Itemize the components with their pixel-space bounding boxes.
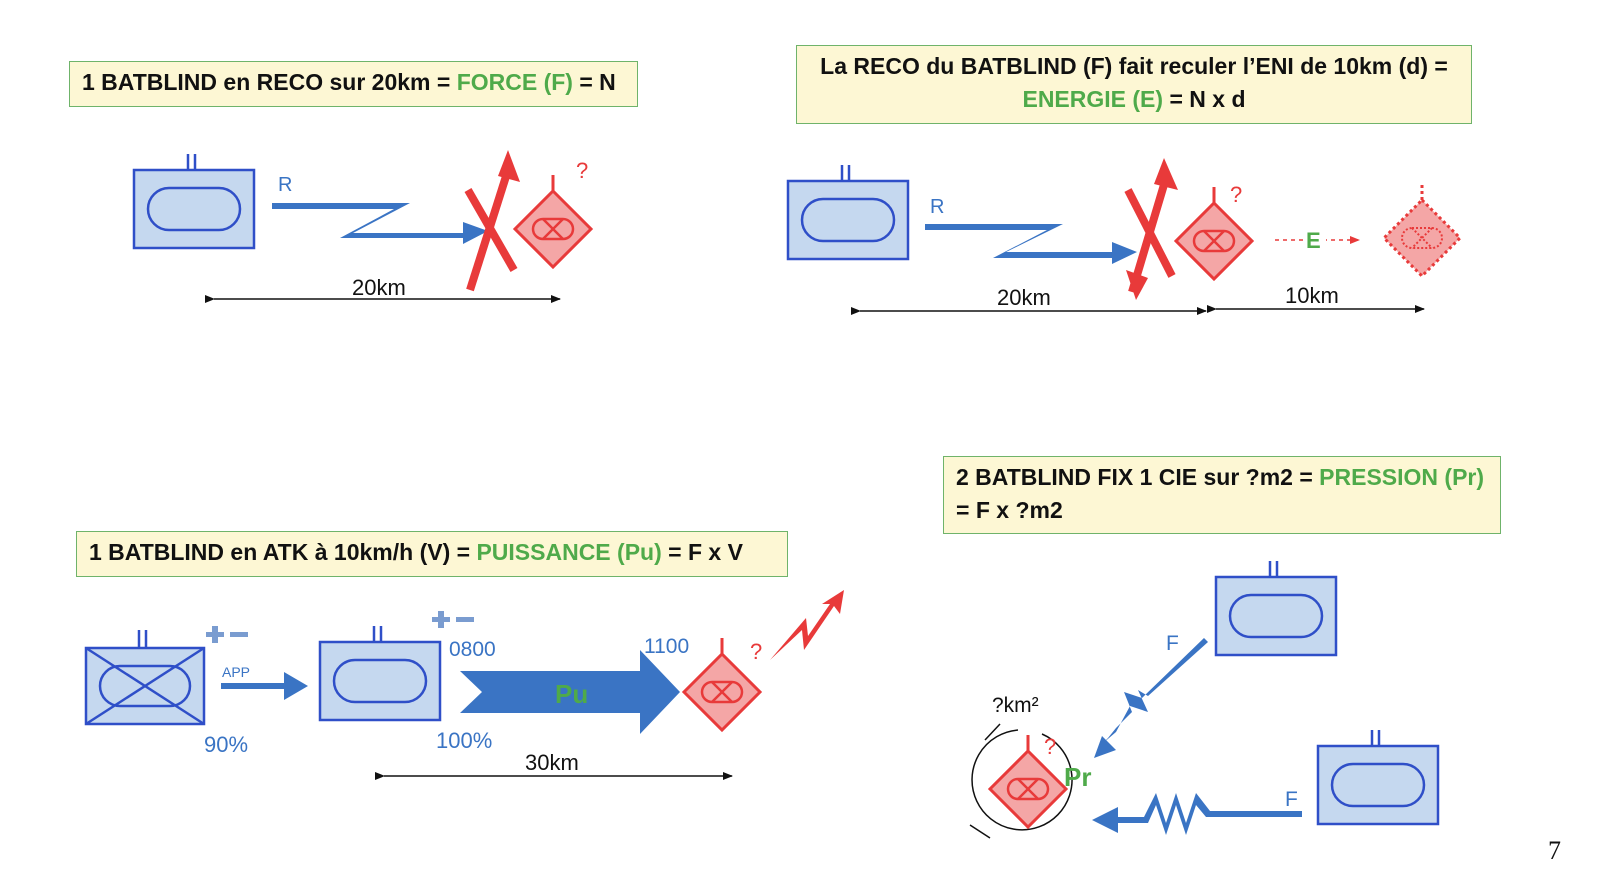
energy-enemy-pushed (1382, 182, 1462, 278)
energy-title-box: La RECO du BATBLIND (F) fait reculer l’E… (796, 45, 1472, 124)
power-panel: APP 90% 0800 100% Pu 1100 ? 30km (84, 590, 844, 780)
energy-distance1-label: 20km (997, 285, 1051, 310)
energy-title-line2: ENERGIE (E) = N x d (809, 83, 1459, 116)
energy-effect-label-bg (1304, 226, 1326, 252)
pressure-area-label: ?km² (992, 694, 1039, 717)
power-distance-label: 30km (525, 750, 579, 775)
pressure-area-arc (971, 729, 1073, 831)
energy-enemy-label: ? (1230, 182, 1242, 207)
energy-effect-label: E (1306, 228, 1321, 253)
pressure-title-highlight: PRESSION (Pr) (1319, 464, 1485, 490)
energy-distance2-label: 10km (1285, 283, 1339, 308)
pressure-force-arrow-2 (1092, 793, 1302, 835)
pressure-pr-label: Pr (1064, 762, 1091, 792)
pressure-enemy-label: ? (1044, 734, 1056, 759)
pressure-panel: F F ?km² ? Pr (969, 559, 1440, 839)
power-enemy-unit (682, 636, 762, 732)
power-pct2-label: 100% (436, 728, 492, 753)
force-panel: R ? 20km (132, 150, 593, 303)
pressure-title-line2: = F x ?m2 (956, 497, 1063, 523)
power-title-suffix: = F x V (661, 539, 743, 565)
power-time1-label: 0800 (449, 638, 496, 661)
energy-block-x (1124, 158, 1178, 300)
energy-title-highlight: ENERGIE (E) (1022, 86, 1164, 112)
energy-panel: R ? E 20km 10km (786, 158, 1462, 315)
power-breakthrough-icon (770, 590, 844, 660)
power-title-box: 1 BATBLIND en ATK à 10km/h (V) = PUISSAN… (76, 531, 788, 577)
pressure-force-label-2: F (1285, 788, 1298, 811)
pressure-title-box: 2 BATBLIND FIX 1 CIE sur ?m2 = PRESSION … (943, 456, 1501, 534)
force-arrow-label: R (278, 174, 292, 196)
energy-title-line1: La RECO du BATBLIND (F) fait reculer l’E… (820, 53, 1448, 79)
power-attack-unit (318, 624, 442, 722)
energy-title-suffix: = N x d (1163, 86, 1246, 112)
force-title-prefix: 1 BATBLIND en RECO sur 20km = (82, 69, 457, 95)
force-enemy-unit (513, 173, 593, 269)
power-thrust-arrow (460, 650, 680, 734)
power-app-label: APP (222, 664, 250, 680)
power-plus-minus-icon-2 (432, 611, 474, 628)
pressure-unit-1 (1214, 559, 1338, 657)
pressure-force-arrow-1 (1102, 638, 1208, 744)
power-enemy-label: ? (750, 639, 762, 664)
power-title-prefix: 1 BATBLIND en ATK à 10km/h (V) = (89, 539, 477, 565)
force-enemy-label: ? (576, 158, 588, 183)
energy-arrow-label: R (930, 196, 944, 218)
power-arrow-label: Pu (555, 679, 588, 709)
force-title-highlight: FORCE (F) (456, 69, 573, 95)
power-app-arrow (221, 672, 308, 700)
force-recon-arrow (272, 203, 488, 244)
power-pct1-label: 90% (204, 732, 248, 757)
force-title-suffix: = N (572, 69, 616, 95)
power-plus-minus-icon-1 (206, 626, 248, 643)
energy-unit (786, 163, 910, 261)
pressure-force-arrow-1-head (1094, 736, 1116, 758)
energy-recon-arrow (925, 224, 1137, 264)
power-title-highlight: PUISSANCE (Pu) (476, 539, 662, 565)
force-distance-label: 20km (352, 275, 406, 300)
pressure-area-arc-ends (969, 723, 1001, 839)
force-block-x (464, 150, 520, 292)
pressure-force-label-1: F (1166, 632, 1179, 655)
page-number: 7 (1548, 836, 1561, 865)
pressure-unit-2 (1316, 728, 1440, 826)
power-time2-label: 1100 (644, 635, 689, 658)
pressure-title-prefix: 2 BATBLIND FIX 1 CIE sur ?m2 = (956, 464, 1320, 490)
force-title-box: 1 BATBLIND en RECO sur 20km = FORCE (F) … (69, 61, 638, 107)
force-unit (132, 152, 256, 250)
power-reserve-unit (84, 630, 206, 726)
pressure-title-line1: 2 BATBLIND FIX 1 CIE sur ?m2 = PRESSION … (956, 461, 1488, 494)
